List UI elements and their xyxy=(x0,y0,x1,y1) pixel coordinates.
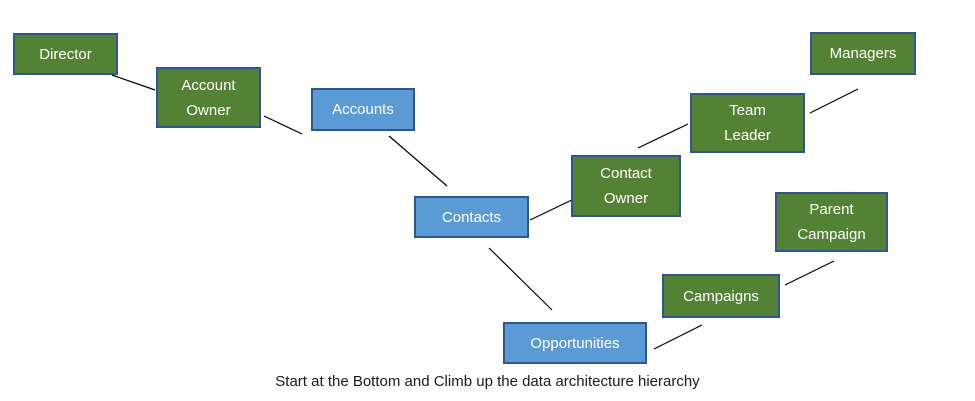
diagram-caption: Start at the Bottom and Climb up the dat… xyxy=(275,373,700,390)
node-account-owner: Account Owner xyxy=(156,67,261,128)
edge-director-account-owner xyxy=(111,74,156,91)
node-accounts: Accounts xyxy=(311,88,415,131)
edge-team-leader-managers xyxy=(809,88,859,114)
node-opportunities: Opportunities xyxy=(503,322,647,364)
node-parent-campaign: Parent Campaign xyxy=(775,192,888,252)
node-director: Director xyxy=(13,33,118,75)
node-contact-owner: Contact Owner xyxy=(571,155,681,217)
edge-contacts-opportunities xyxy=(488,247,553,311)
edge-opportunities-campaigns xyxy=(653,324,703,350)
node-managers: Managers xyxy=(810,32,916,75)
edge-account-owner-accounts xyxy=(263,115,303,135)
edge-campaigns-parent-campaign xyxy=(784,260,835,286)
node-campaigns: Campaigns xyxy=(662,274,780,318)
edge-contacts-contact-owner xyxy=(529,197,577,221)
edge-contact-owner-team-leader xyxy=(637,123,689,149)
edge-accounts-contacts xyxy=(388,135,448,187)
node-contacts: Contacts xyxy=(414,196,529,238)
node-team-leader: Team Leader xyxy=(690,93,805,153)
